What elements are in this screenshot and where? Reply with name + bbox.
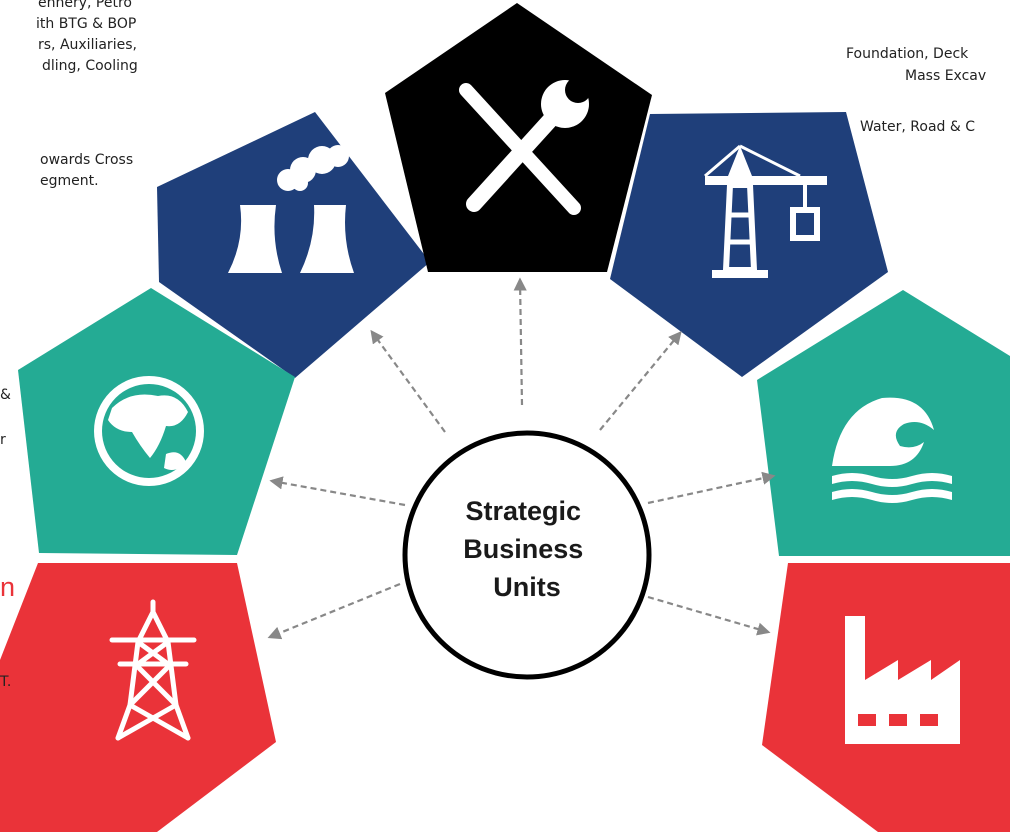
globe-icon [94, 376, 204, 486]
right-text-line-1: Foundation, Deck [846, 46, 969, 62]
transmission-tower-icon [109, 599, 197, 741]
tools-icon [459, 77, 591, 215]
arrow-to-maintenance [513, 277, 527, 406]
left-text-line-2: ith BTG & BOP [36, 16, 137, 32]
center-label-line-3: Units [493, 572, 561, 602]
arrow-to-civil [599, 330, 682, 431]
arrow-to-international [269, 476, 406, 507]
pentagon-thermal [157, 112, 430, 378]
left-text-line-6: egment. [40, 173, 99, 189]
left-text-line-5: owards Cross [40, 152, 134, 168]
arrow-to-industrial [647, 595, 771, 636]
center-label-line-1: Strategic [465, 496, 581, 526]
center-circle [402, 430, 652, 680]
arrow-to-thermal [370, 329, 446, 433]
left-heading-fragment: n [0, 572, 16, 602]
arrow-to-transmission [267, 582, 401, 640]
factory-icon [845, 616, 960, 744]
left-text-line-4: dling, Cooling [42, 58, 138, 74]
left-small-2: r [0, 432, 6, 448]
tower-crane-icon [704, 144, 827, 278]
connector-arrows [267, 277, 776, 640]
wave-icon [832, 397, 952, 503]
right-text-line-3: Water, Road & C [860, 119, 976, 135]
left-text-line-1: ennery, Petro [38, 0, 132, 11]
center-label-line-2: Business [463, 534, 583, 564]
arrow-to-water [647, 471, 776, 505]
left-text-line-3: rs, Auxiliaries, [38, 37, 137, 53]
center-label: Strategic Business Units [463, 496, 591, 602]
cooling-tower-icon [228, 145, 354, 273]
right-text-line-2: Mass Excav [905, 68, 987, 84]
left-small-1: & [0, 387, 11, 403]
left-bottom-fragment: T. [0, 674, 12, 690]
